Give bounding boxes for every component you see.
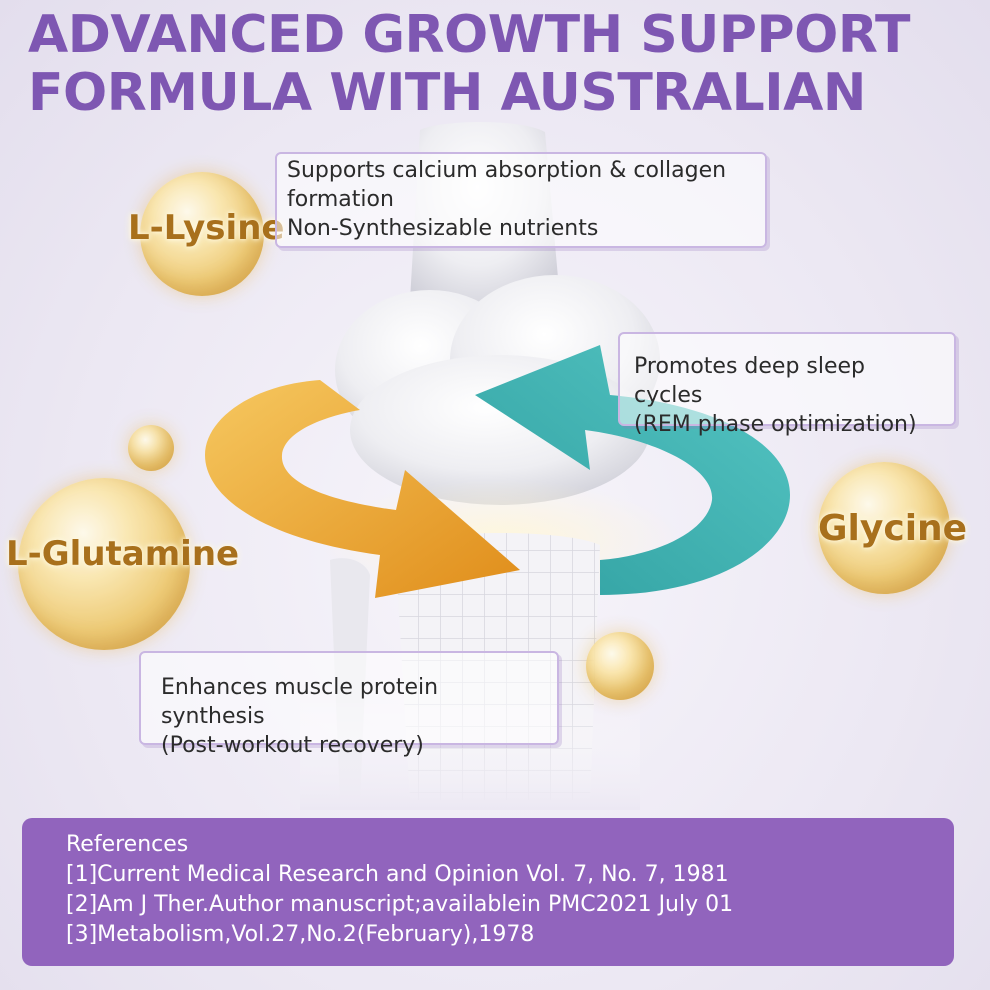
reference-item: [1]Current Medical Research and Opinion …: [66, 862, 729, 887]
callout-line: Non-Synthesizable nutrients: [287, 216, 599, 241]
headline-line-1: ADVANCED GROWTH SUPPORT: [28, 5, 911, 65]
references-title: References: [66, 832, 189, 857]
l-glutamine-benefit-callout: Enhances muscle protein synthesis (Post-…: [139, 651, 559, 758]
ingredient-name-l-glutamine: L-Glutamine: [6, 534, 240, 574]
callout-line: (REM phase optimization): [634, 412, 917, 437]
orange-rotation-arrow: [205, 380, 520, 598]
reference-item: [2]Am J Ther.Author manuscript;available…: [66, 892, 734, 917]
teal-rotation-arrow: [475, 345, 790, 595]
headline-line-2: FORMULA WITH AUSTRALIAN: [28, 63, 866, 123]
l-lysine-bubble-icon: [140, 172, 264, 296]
glycine-benefit-callout: Promotes deep sleep cycles (REM phase op…: [618, 332, 956, 437]
callout-line: (Post-workout recovery): [161, 733, 424, 758]
callout-line: Promotes deep sleep cycles: [634, 354, 866, 408]
glycine-bubble-icon: [818, 462, 950, 594]
small-bubble-icon: [586, 632, 654, 700]
references-panel: References [1]Current Medical Research a…: [22, 818, 954, 966]
l-lysine-benefit-callout: Supports calcium absorption & collagen f…: [275, 152, 767, 248]
reference-item: [3]Metabolism,Vol.27,No.2(February),1978: [66, 922, 535, 947]
callout-line: Enhances muscle protein synthesis: [161, 675, 439, 729]
headline: ADVANCED GROWTH SUPPORT FORMULA WITH AUS…: [28, 5, 911, 123]
l-glutamine-bubble-icon: [18, 478, 190, 650]
small-bubble-icon: [128, 425, 174, 471]
ingredient-name-l-lysine: L-Lysine: [128, 208, 285, 248]
callout-line: Supports calcium absorption & collagen: [287, 158, 727, 183]
callout-line: formation: [287, 187, 394, 212]
ingredient-name-glycine: Glycine: [818, 508, 968, 549]
